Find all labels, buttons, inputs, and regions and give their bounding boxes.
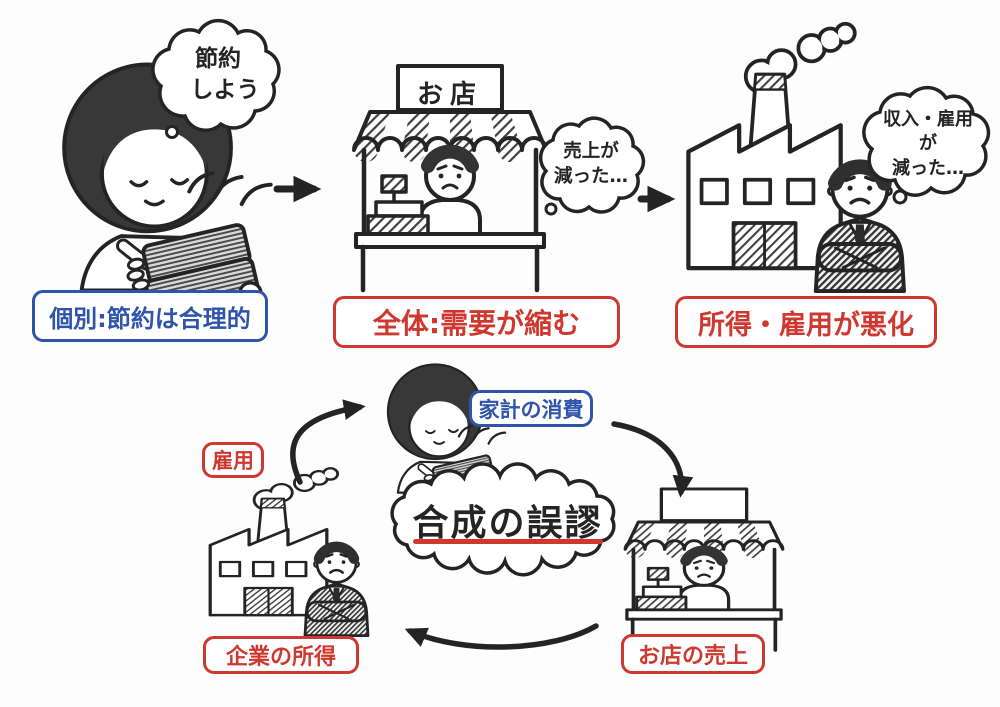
thought-line: しよう	[190, 77, 260, 104]
label-household-consumption: 家計の消費	[469, 390, 593, 427]
caption-demand-shrinks: 全体:需要が縮む	[333, 296, 620, 348]
shop-illustration-small	[625, 489, 782, 650]
label-employment: 雇用	[202, 442, 264, 478]
thought-line: 減った…	[892, 157, 964, 179]
arrow-employment-to-consumption	[290, 399, 366, 485]
label-shop-sales: お店の売上	[621, 634, 765, 674]
caption-income-employment-worsen: 所得・雇用が悪化	[675, 296, 937, 348]
arrow-consumption-to-shop	[611, 421, 694, 498]
thought-line: 売上が	[563, 141, 619, 162]
thought-bubble-save	[151, 18, 281, 139]
center-title-underline	[413, 539, 603, 544]
thought-line: 減った…	[553, 165, 628, 187]
center-cloud	[390, 462, 616, 577]
center-title: 合成の誤謬	[412, 503, 603, 544]
shop-sign-text: お店	[416, 80, 483, 110]
thought-text-income-down: 収入・雇用が 減った…	[876, 108, 980, 181]
thought-bubble-income-down	[862, 85, 991, 205]
thought-line: 節約	[195, 46, 241, 72]
thought-bubble-sales-down	[538, 116, 646, 216]
label-corporate-income: 企業の所得	[203, 636, 359, 674]
caption-individual-saving: 個別:節約は合理的	[32, 290, 268, 342]
thought-text-sales-down: 売上が 減った…	[549, 140, 633, 190]
thought-line: 収入・雇用が	[883, 109, 973, 155]
thought-text-save: 節約 しよう	[171, 44, 265, 106]
arrow-shop-to-income	[404, 623, 599, 650]
